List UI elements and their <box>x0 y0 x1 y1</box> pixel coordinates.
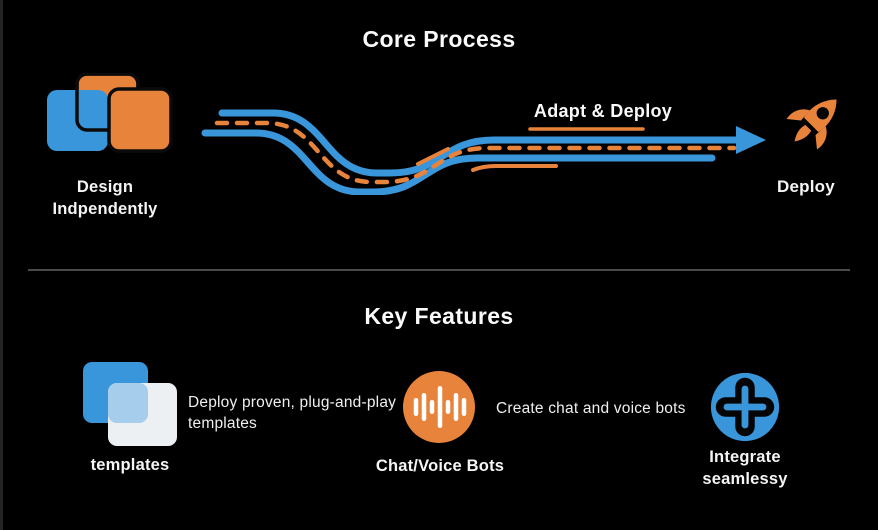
adapt-deploy-label: Adapt & Deploy <box>533 101 673 121</box>
design-independently-label: Design Indpendently <box>52 178 158 218</box>
overlapping-squares-icon <box>47 73 173 153</box>
feature-bots-description: Create chat and voice bots <box>496 400 686 417</box>
feature-templates-description: Deploy proven, plug-and-play templates <box>188 394 397 432</box>
feature-templates-label: templates <box>90 456 170 474</box>
deploy-label: Deploy <box>777 177 835 196</box>
feature-integrate-label: Integrate seamlessy <box>702 448 788 488</box>
process-road-graphic <box>201 109 766 195</box>
voice-waveform-icon <box>403 371 475 443</box>
template-squares-icon <box>83 362 177 446</box>
left-edge-strip <box>0 0 3 530</box>
feature-bots-label: Chat/Voice Bots <box>375 457 505 475</box>
core-process-title: Core Process <box>362 26 516 52</box>
arrowhead <box>736 126 766 154</box>
rocket-icon <box>786 99 837 150</box>
road-lines <box>201 109 766 195</box>
section-divider <box>28 269 850 271</box>
key-features-title: Key Features <box>364 303 514 329</box>
road-accent-strokes <box>416 127 645 172</box>
plus-circle-icon <box>710 372 780 442</box>
